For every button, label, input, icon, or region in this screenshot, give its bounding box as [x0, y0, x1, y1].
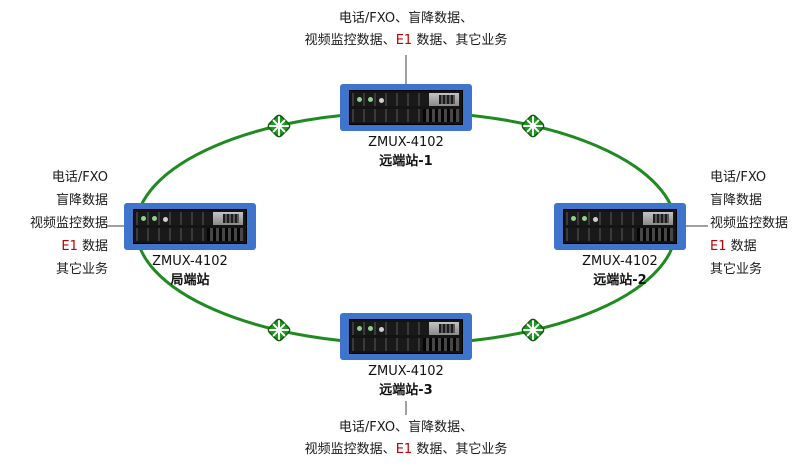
device-model: ZMUX-4102: [368, 364, 444, 379]
services-line: 其它业务: [710, 262, 763, 277]
device-remote3: [340, 313, 472, 360]
chassis-heatsink: [223, 214, 239, 223]
services-line: 电话/FXO、盲降数据、: [246, 417, 566, 439]
chassis-heatsink: [653, 214, 669, 223]
device-model: ZMUX-4102: [582, 254, 658, 269]
zmux-chassis-image: [133, 209, 247, 244]
services-line: 视频监控数据: [710, 216, 789, 231]
device-central: [124, 203, 256, 250]
device-remote1: [340, 84, 472, 131]
zmux-chassis-image: [349, 90, 463, 125]
chassis-leds: [571, 216, 576, 221]
device-remote1-caption: ZMUX-4102 远端站-1: [340, 134, 472, 172]
e1-highlight: E1: [61, 239, 78, 254]
services-line: 电话/FXO: [710, 170, 767, 185]
device-remote3-caption: ZMUX-4102 远端站-3: [340, 363, 472, 401]
device-model: ZMUX-4102: [368, 135, 444, 150]
services-label-top: 电话/FXO、盲降数据、 视频监控数据、E1 数据、其它业务: [246, 8, 566, 52]
e1-highlight: E1: [395, 442, 413, 457]
zmux-chassis-image: [563, 209, 677, 244]
services-label-right: 电话/FXO 盲降数据 视频监控数据 E1 数据 其它业务: [710, 166, 810, 281]
fiber-node-icon: [519, 316, 547, 344]
services-line: 盲降数据: [710, 193, 763, 208]
e1-highlight: E1: [395, 33, 413, 48]
fiber-node-icon: [519, 112, 547, 140]
services-line: 电话/FXO、盲降数据、: [246, 8, 566, 30]
device-model: ZMUX-4102: [152, 254, 228, 269]
zmux-chassis-image: [349, 319, 463, 354]
services-line: E1 数据: [710, 235, 810, 258]
e1-highlight: E1: [710, 239, 727, 254]
chassis-leds: [357, 326, 362, 331]
device-remote2-caption: ZMUX-4102 远端站-2: [554, 253, 686, 291]
device-station-name: 远端站-1: [379, 154, 433, 169]
chassis-leds: [141, 216, 146, 221]
services-line: 视频监控数据、E1 数据、其它业务: [246, 30, 566, 52]
services-line: 视频监控数据、E1 数据、其它业务: [246, 439, 566, 461]
services-text: 数据、其它业务: [412, 442, 508, 457]
device-station-name: 远端站-2: [593, 273, 647, 288]
fiber-node-icon: [265, 316, 293, 344]
fiber-node-icon: [265, 112, 293, 140]
chassis-leds: [357, 97, 362, 102]
chassis-ports: [423, 109, 459, 122]
chassis-ports: [423, 338, 459, 351]
services-text: 电话/FXO、盲降数据、: [338, 420, 474, 435]
services-line: 视频监控数据: [29, 216, 108, 231]
device-remote2: [554, 203, 686, 250]
device-station-name: 远端站-3: [379, 383, 433, 398]
device-station-name: 局端站: [170, 273, 210, 288]
services-line: 电话/FXO: [51, 170, 108, 185]
services-label-left: 电话/FXO 盲降数据 视频监控数据 E1 数据 其它业务: [4, 166, 108, 281]
services-line: 盲降数据: [55, 193, 108, 208]
chassis-heatsink: [439, 324, 455, 333]
services-text: 电话/FXO、盲降数据、: [338, 11, 474, 26]
services-text: 数据、其它业务: [412, 33, 508, 48]
services-label-bottom: 电话/FXO、盲降数据、 视频监控数据、E1 数据、其它业务: [246, 417, 566, 461]
services-text: 视频监控数据、: [304, 33, 396, 48]
chassis-ports: [207, 228, 243, 241]
chassis-heatsink: [439, 95, 455, 104]
services-text: 数据: [726, 239, 757, 254]
chassis-ports: [637, 228, 673, 241]
services-line: 其它业务: [55, 262, 108, 277]
services-line: E1 数据: [4, 235, 108, 258]
services-text: 视频监控数据、: [304, 442, 396, 457]
device-central-caption: ZMUX-4102 局端站: [124, 253, 256, 291]
services-text: 数据: [77, 239, 108, 254]
